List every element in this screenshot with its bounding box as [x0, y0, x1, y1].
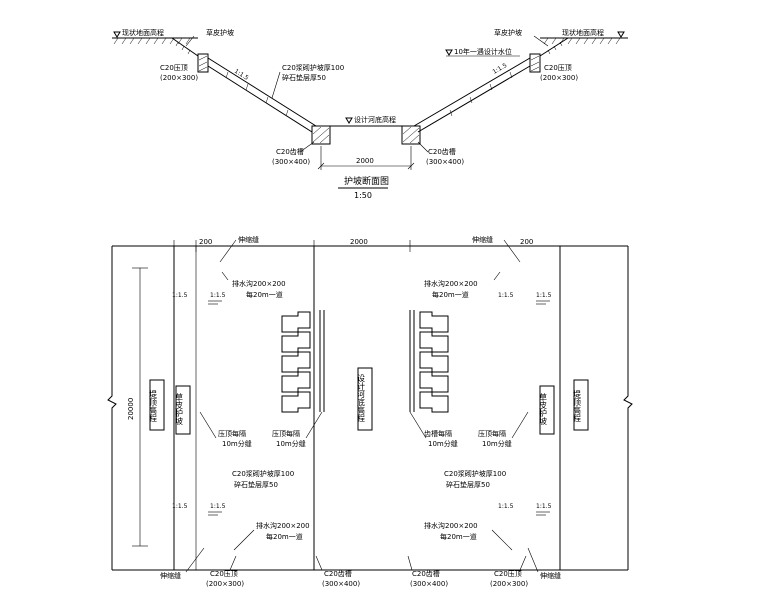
water-level-label: 10年一遇设计水位 — [454, 47, 512, 56]
drain-lower-right: 排水沟200×200 — [424, 521, 478, 530]
turf-slope-label-left: 草皮护坡 — [206, 28, 234, 37]
slope-mark: 1:1.5 — [172, 292, 188, 299]
joint-note-c2: 10m分缝 — [428, 439, 458, 448]
slope-mark: 1:1.5 — [498, 503, 514, 510]
joint-note-d2: 10m分缝 — [482, 439, 512, 448]
section-title: 护坡断面图 — [344, 175, 389, 187]
joint-note-a: 压顶每隔 — [218, 429, 246, 438]
joint-note-b2: 10m分缝 — [276, 439, 306, 448]
coping-block-right — [529, 53, 541, 73]
slope-ratio-right: 1:1.5 — [492, 62, 509, 76]
bed-elevation-label: 设计河底高程 — [354, 115, 396, 124]
bottom-cap-left: C20压顶 — [210, 570, 238, 578]
slope-mark: 1:1.5 — [210, 292, 226, 299]
turf-label-left: 草皮护坡 — [175, 392, 184, 426]
dim-200-right: 200 — [520, 238, 533, 246]
slope-mark: 1:1.5 — [210, 503, 226, 510]
lining-label-line1: C20浆砌护坡厚100 — [282, 63, 344, 72]
ground-hatch-left — [113, 37, 191, 45]
bottom-joint-left: 伸缩缝 — [160, 571, 181, 580]
drain-label-right: 排水沟200×200 — [424, 279, 478, 288]
dim-2000-top: 2000 — [350, 238, 368, 246]
bed-elevation-box — [357, 367, 373, 431]
lining-plan-left-2: 碎石垫层厚50 — [234, 480, 278, 489]
slope-mark: 1:1.5 — [536, 503, 552, 510]
slope-plan-view: 200 200 2000 伸缩缝 伸缩缝 20000 排水沟200×200 每2… — [107, 235, 633, 588]
bottom-cap-right-size: (200×300) — [490, 580, 528, 588]
bottom-width-dimension: 2000 — [356, 157, 374, 165]
dim-20000: 20000 — [127, 398, 135, 420]
lining-plan-right: C20浆砌护坡厚100 — [444, 469, 506, 478]
slope-mark: 1:1.5 — [172, 503, 188, 510]
bed-elevation-marker — [345, 117, 353, 124]
bottom-toe-left: C20齿槽 — [324, 569, 352, 578]
turf-box-left — [175, 385, 191, 435]
coping-size-right: (200×300) — [540, 74, 578, 82]
drain-label-right-2: 每20m一道 — [432, 290, 469, 299]
joint-note-d: 压顶每隔 — [478, 429, 506, 438]
top-elevation-left: 堤顶高程 — [149, 389, 158, 423]
drain-label-left: 排水沟200×200 — [232, 279, 286, 288]
expansion-joint-top-right: 伸缩缝 — [472, 235, 493, 244]
drain-lower-left-2: 每20m一道 — [266, 532, 303, 541]
ground-elevation-label-right: 现状地面高程 — [562, 28, 604, 37]
ground-hatch-right — [543, 37, 621, 45]
toe-label-right: C20齿槽 — [428, 147, 456, 156]
toe-block-left — [311, 125, 331, 145]
break-line-right — [623, 246, 633, 570]
elevation-marker-left — [113, 31, 121, 38]
dim-200-left: 200 — [199, 238, 212, 246]
bottom-toe-right: C20齿槽 — [412, 569, 440, 578]
toe-label-left: C20齿槽 — [276, 147, 304, 156]
coping-label-left: C20压顶 — [160, 64, 188, 72]
top-elevation-box-right — [573, 379, 589, 431]
drain-lower-left: 排水沟200×200 — [256, 521, 310, 530]
elevation-marker-right — [617, 31, 625, 38]
slope-ratio-left: 1:1.5 — [233, 68, 250, 82]
bottom-joint-right: 伸缩缝 — [540, 571, 561, 580]
slope-marks: 1:1.5 1:1.5 1:1.5 1:1.5 1:1.5 1:1.5 1:1.… — [172, 292, 552, 516]
bottom-cap-left-size: (200×300) — [206, 580, 244, 588]
slope-mark: 1:1.5 — [498, 292, 514, 299]
toe-size-right: (300×400) — [426, 158, 464, 166]
coping-size-left: (200×300) — [160, 74, 198, 82]
turf-box-right — [539, 385, 555, 435]
lining-plan-left: C20浆砌护坡厚100 — [232, 469, 294, 478]
bottom-toe-left-size: (300×400) — [322, 580, 360, 588]
slope-mark: 1:1.5 — [536, 292, 552, 299]
drain-lower-right-2: 每20m一道 — [440, 532, 477, 541]
joint-note-b: 压顶每隔 — [272, 429, 300, 438]
section-scale: 1:50 — [354, 191, 372, 200]
lining-plan-right-2: 碎石垫层厚50 — [446, 480, 490, 489]
expansion-joint-top-left: 伸缩缝 — [238, 235, 259, 244]
break-line-left — [107, 246, 117, 570]
coping-block-left — [197, 53, 209, 73]
bottom-cap-right: C20压顶 — [494, 570, 522, 578]
toe-block-right — [401, 125, 421, 145]
slope-section-view: 现状地面高程 现状地面高程 草皮护坡 草皮护坡 C20压顶 (200×300) … — [112, 28, 628, 200]
top-elevation-right: 堤顶高程 — [573, 389, 582, 423]
drain-label-left-2: 每20m一道 — [246, 290, 283, 299]
ground-elevation-label-left: 现状地面高程 — [122, 28, 164, 37]
water-level-marker — [445, 49, 453, 56]
top-elevation-box-left — [149, 379, 165, 431]
turf-slope-label-right: 草皮护坡 — [494, 28, 522, 37]
bed-elevation-plan: 设计河底高程 — [357, 373, 366, 423]
joint-note-a2: 10m分缝 — [222, 439, 252, 448]
toe-size-left: (300×400) — [272, 158, 310, 166]
turf-label-right: 草皮护坡 — [539, 392, 548, 426]
stepped-blocks-left — [281, 310, 325, 413]
coping-label-right: C20压顶 — [544, 64, 572, 72]
stepped-blocks-right — [409, 310, 449, 413]
bottom-toe-right-size: (300×400) — [410, 580, 448, 588]
lining-label-line2: 碎石垫层厚50 — [282, 73, 326, 82]
joint-note-c: 齿槽每隔 — [424, 429, 452, 438]
